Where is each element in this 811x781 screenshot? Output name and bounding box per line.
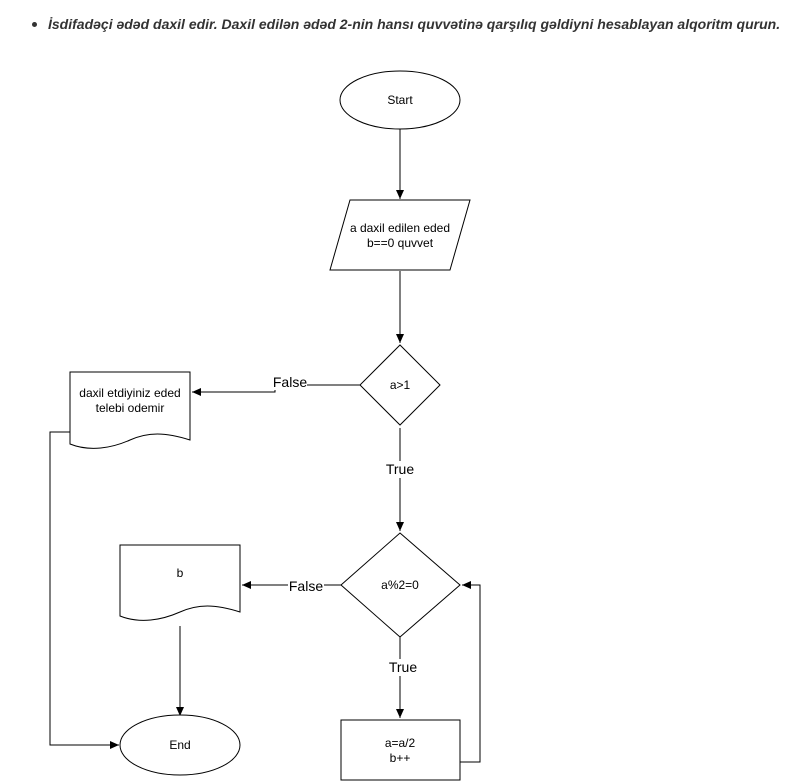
decision-a-mod-2-label: a%2=0 xyxy=(381,578,419,592)
output-result-node: b xyxy=(119,544,241,621)
output-error-line-2: telebi odemir xyxy=(96,401,165,415)
input-line-2: b==0 quvvet xyxy=(367,236,434,250)
start-node: Start xyxy=(339,70,461,130)
process-node: a=a/2 b++ xyxy=(340,719,461,781)
input-node: a daxil edilen eded b==0 quvvet xyxy=(329,199,471,271)
end-label: End xyxy=(169,738,190,752)
output-result-label: b xyxy=(177,566,184,580)
task-text: İsdifadəçi ədəd daxil edir. Daxil edilən… xyxy=(48,16,781,32)
edge-label-cond2-false: False xyxy=(289,578,323,594)
start-label: Start xyxy=(387,93,413,107)
output-error-node: daxil etdiyiniz eded telebi odemir xyxy=(69,371,191,449)
input-line-1: a daxil edilen eded xyxy=(350,221,450,235)
end-node: End xyxy=(119,714,241,776)
decision-a-mod-2: a%2=0 xyxy=(340,532,461,638)
decision-a-gt-1: a>1 xyxy=(359,344,441,426)
edge-error-end xyxy=(49,431,119,749)
edge-label-cond2-true: True xyxy=(389,659,417,675)
edge-loop-back xyxy=(460,581,481,763)
output-error-line-1: daxil etdiyiniz eded xyxy=(79,386,180,400)
decision-a-gt-1-label: a>1 xyxy=(390,378,411,392)
bullet-icon xyxy=(32,22,37,27)
edge-label-cond1-false: False xyxy=(273,374,307,390)
process-line-2: b++ xyxy=(390,751,411,765)
edge-label-cond1-true: True xyxy=(386,461,414,477)
process-line-1: a=a/2 xyxy=(385,736,416,750)
